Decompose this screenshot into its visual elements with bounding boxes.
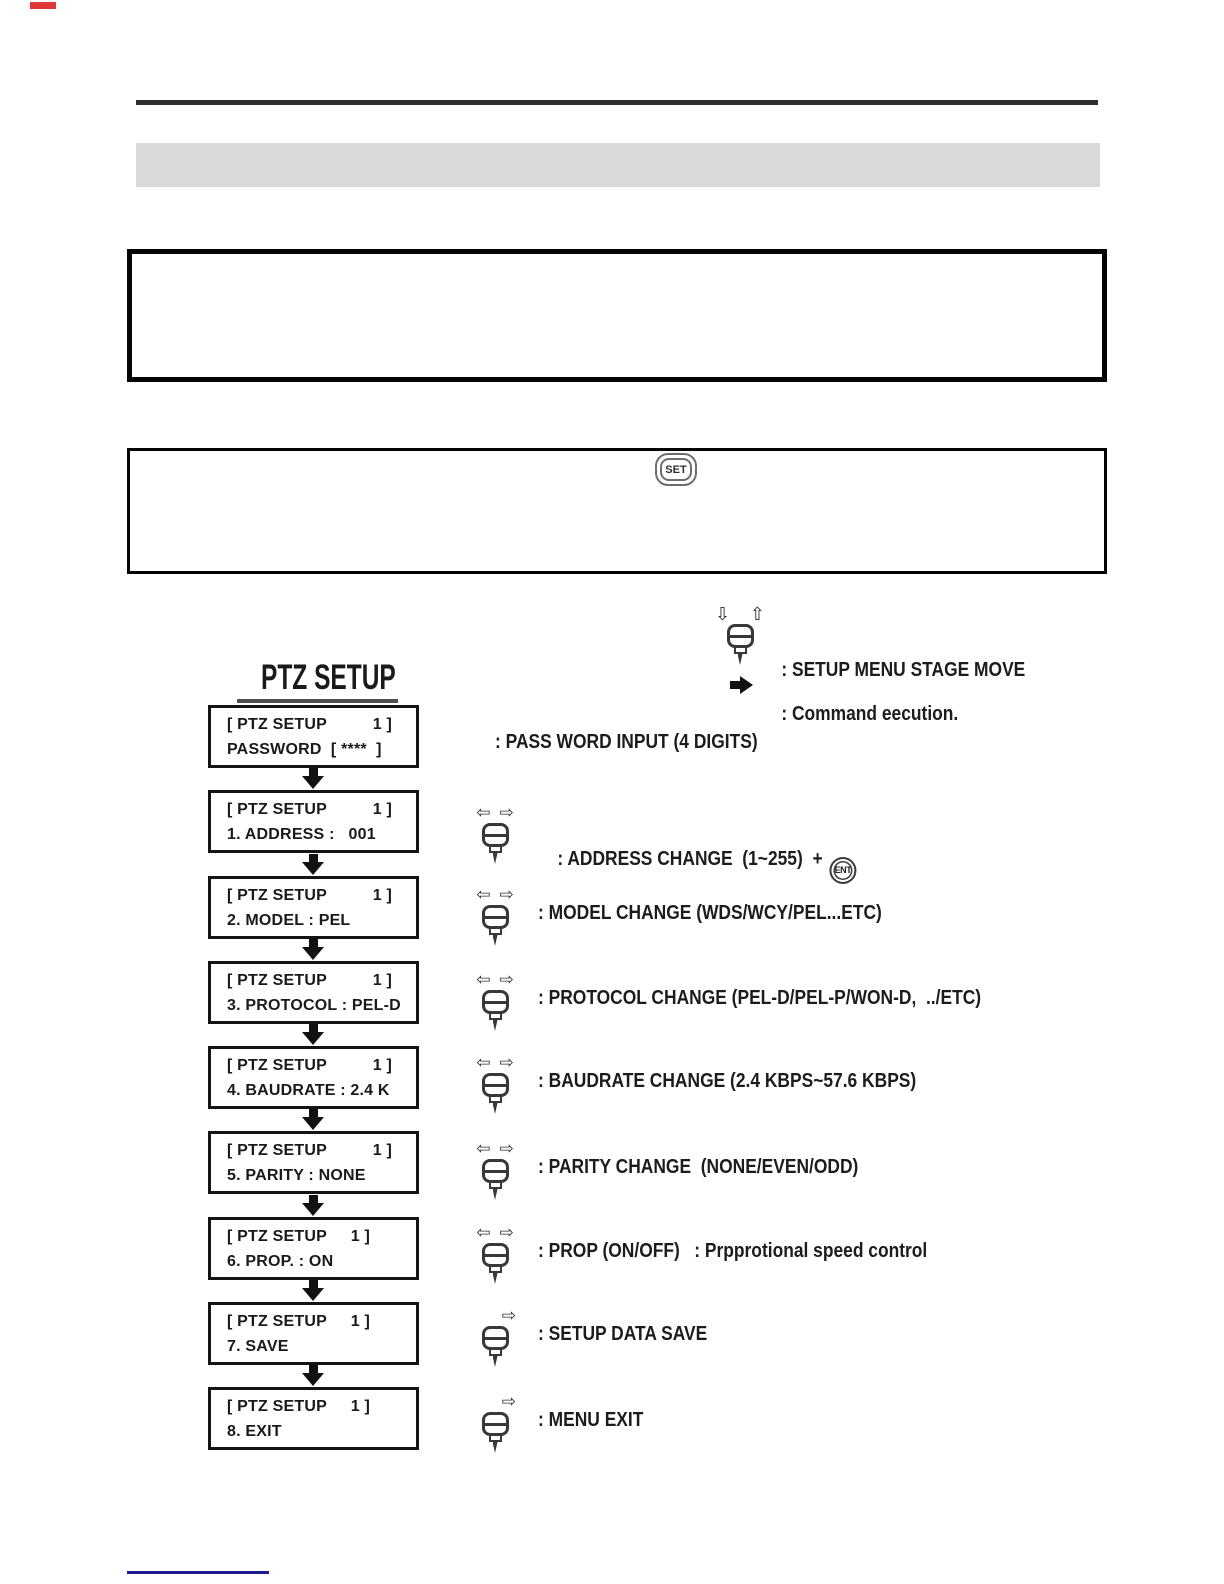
joystick-left-right: ⇦⇨ <box>470 1223 520 1284</box>
flow-arrow-down <box>302 1024 324 1045</box>
arrow-right-hollow-icon: ⇨ <box>501 1306 516 1326</box>
step-description-password: : PASS WORD INPUT (4 DIGITS) <box>495 731 758 753</box>
arrow-left-hollow-icon: ⇦ <box>476 803 491 823</box>
flow-arrow-down <box>302 939 324 960</box>
step-description-save: : SETUP DATA SAVE <box>538 1323 708 1345</box>
arrow-left-hollow-icon: ⇦ <box>476 1223 491 1243</box>
arrow-right-hollow-icon: ⇨ <box>499 803 514 823</box>
joystick-icon <box>470 1412 520 1453</box>
arrow-down-hollow-icon: ⇩ <box>715 604 731 625</box>
joystick-left-right: ⇦⇨ <box>470 1139 520 1200</box>
section-header-bar <box>136 143 1100 187</box>
flow-arrow-down <box>302 854 324 875</box>
joystick-icon <box>470 1243 520 1284</box>
step-description-exit: : MENU EXIT <box>538 1409 644 1431</box>
red-scan-artifact <box>30 2 56 9</box>
ent-key-icon: ENT <box>829 856 857 884</box>
joystick-icon <box>470 823 520 864</box>
joystick-left-right: ⇦⇨ <box>470 803 520 864</box>
arrow-left-hollow-icon: ⇦ <box>476 970 491 990</box>
title-underline <box>237 699 398 703</box>
set-key-label: SET <box>660 458 692 481</box>
flow-arrow-down <box>302 768 324 789</box>
step-description-protocol: : PROTOCOL CHANGE (PEL-D/PEL-P/WON-D, ..… <box>538 987 982 1009</box>
joystick-icon <box>470 905 520 946</box>
flow-arrow-down <box>302 1109 324 1130</box>
step-description-baudrate: : BAUDRATE CHANGE (2.4 KBPS~57.6 KBPS) <box>538 1070 917 1092</box>
footer-link-underline[interactable] <box>127 1571 269 1574</box>
set-key-icon: SET <box>655 453 697 486</box>
step-description-address: : ADDRESS CHANGE (1~255) + ENT <box>538 817 857 912</box>
step-description-parity: : PARITY CHANGE (NONE/EVEN/ODD) <box>538 1156 859 1178</box>
legend-joystick: ⇩ ⇧ <box>711 604 769 665</box>
command-arrow-icon <box>730 676 753 694</box>
top-rule <box>136 100 1098 105</box>
arrow-right-hollow-icon: ⇨ <box>499 1053 514 1073</box>
arrow-right-hollow-icon: ⇨ <box>499 885 514 905</box>
arrow-right-hollow-icon: ⇨ <box>499 970 514 990</box>
step-description-model: : MODEL CHANGE (WDS/WCY/PEL...ETC) <box>538 902 882 924</box>
joystick-right: ⇨ <box>470 1392 520 1453</box>
joystick-icon <box>711 624 769 665</box>
note-box-1 <box>127 249 1107 382</box>
arrow-left-hollow-icon: ⇦ <box>476 1139 491 1159</box>
arrow-left-hollow-icon: ⇦ <box>476 1053 491 1073</box>
joystick-icon <box>470 1073 520 1114</box>
flow-arrow-down <box>302 1280 324 1301</box>
legend-stage-move-text: : SETUP MENU STAGE MOVE <box>781 659 1026 681</box>
joystick-left-right: ⇦⇨ <box>470 970 520 1031</box>
step-description-prop: : PROP (ON/OFF) : Prpprotional speed con… <box>538 1240 928 1262</box>
joystick-icon <box>470 1326 520 1367</box>
arrow-right-hollow-icon: ⇨ <box>499 1139 514 1159</box>
arrow-right-hollow-icon: ⇨ <box>499 1223 514 1243</box>
up-down-arrows: ⇩ ⇧ <box>711 604 769 625</box>
joystick-icon <box>470 1159 520 1200</box>
joystick-icon <box>470 990 520 1031</box>
arrow-up-hollow-icon: ⇧ <box>749 604 765 625</box>
joystick-left-right: ⇦⇨ <box>470 885 520 946</box>
arrow-right-hollow-icon: ⇨ <box>501 1392 516 1412</box>
legend-command-text: : Command eecution. <box>781 703 959 725</box>
joystick-right: ⇨ <box>470 1306 520 1367</box>
arrow-left-hollow-icon: ⇦ <box>476 885 491 905</box>
flow-arrow-down <box>302 1195 324 1216</box>
joystick-left-right: ⇦⇨ <box>470 1053 520 1114</box>
diagram-title: PTZ SETUP <box>261 658 396 697</box>
note-box-2 <box>127 448 1107 574</box>
flow-arrow-down <box>302 1365 324 1386</box>
